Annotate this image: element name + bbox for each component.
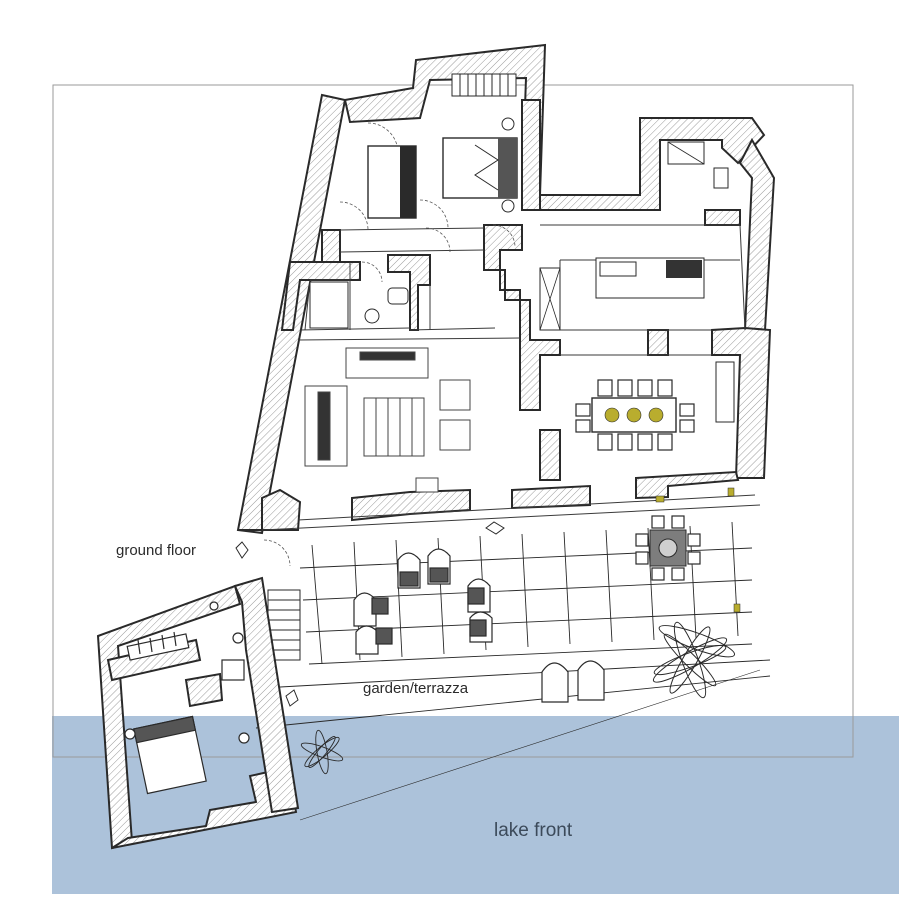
planters — [655, 487, 741, 613]
annex-wall-inner — [184, 672, 224, 708]
ground-floor-label: ground floor — [116, 542, 197, 559]
sink — [387, 287, 409, 305]
wall-interior-7 — [539, 429, 561, 481]
door-arc-7 — [263, 539, 291, 567]
nightstand-lamp-1 — [501, 117, 515, 131]
wall-interior-4 — [483, 224, 561, 411]
coffee-table — [363, 397, 425, 457]
wall-interior-1 — [321, 229, 341, 263]
palm-tree-icon — [652, 621, 736, 699]
interior-lines — [261, 224, 761, 531]
garden-terrace-label: garden/terrazza — [363, 680, 469, 697]
door-arc-1 — [339, 201, 369, 231]
bathroom-main — [309, 281, 409, 329]
living-room — [304, 347, 471, 493]
wall-north-bedroom-east — [521, 99, 541, 211]
annex-wall-east — [233, 576, 300, 814]
outdoor-dining — [635, 515, 701, 581]
pillow-fold — [474, 144, 499, 191]
wall-interior-5 — [647, 329, 669, 356]
sofa-back — [317, 391, 331, 461]
door-arc-2 — [419, 199, 449, 229]
main-building — [236, 43, 776, 535]
dining-area — [575, 361, 735, 451]
door-arc-6 — [361, 261, 383, 283]
door-arc-3 — [425, 227, 451, 253]
armchair-2 — [439, 419, 471, 451]
lake-front-label: lake front — [494, 820, 573, 841]
palm-tree-small-icon — [300, 729, 344, 775]
door-arc-4 — [492, 224, 516, 248]
bedroom-top — [367, 73, 518, 219]
wall-south-mid — [351, 488, 471, 522]
wc-icon — [364, 308, 380, 324]
wall-east-upper — [738, 137, 776, 331]
utility-sink — [713, 167, 729, 189]
wardrobe-shelf — [400, 146, 416, 218]
annex-furniture — [124, 601, 250, 795]
sofa-top-back — [359, 351, 416, 361]
sideboard — [715, 361, 735, 423]
shower — [309, 281, 349, 329]
stepping-stones — [235, 521, 505, 707]
nightstand-lamp-2 — [501, 199, 515, 213]
wall-interior-2 — [280, 261, 361, 331]
wall-north-kitchen — [539, 117, 766, 211]
fireplace — [415, 477, 439, 493]
wall-south-right — [511, 484, 591, 510]
wall-east — [711, 326, 772, 479]
armchair-1 — [439, 379, 471, 411]
hob — [666, 260, 702, 278]
sink-kitchen — [599, 261, 637, 277]
kitchen — [539, 141, 729, 331]
wall-interior-6 — [704, 209, 741, 226]
wc-icon-annex — [232, 632, 244, 644]
lounge-chair-icon — [353, 548, 605, 703]
headboard — [498, 138, 517, 198]
wall-south-east — [635, 470, 740, 500]
